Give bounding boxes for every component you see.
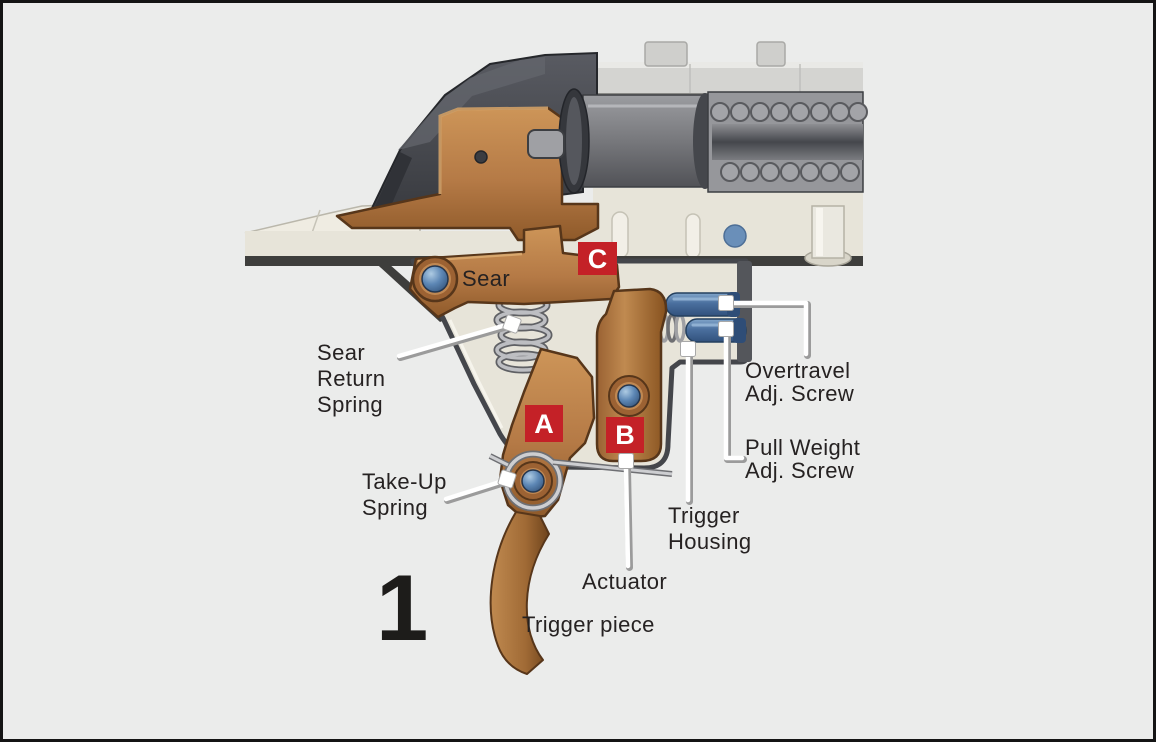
label-sear-return-spring-1: Sear: [317, 340, 365, 365]
rail-highlight: [593, 62, 863, 68]
badge-a-letter: A: [534, 409, 554, 439]
badge-b-letter: B: [615, 420, 635, 450]
firing-pin-cylinder: [582, 94, 714, 188]
leader-markers: [497, 295, 734, 489]
marker-overtravel: [718, 295, 734, 311]
label-pull-weight-2: Adj. Screw: [745, 458, 854, 483]
receiver-slot: [685, 213, 701, 259]
label-trigger-piece: Trigger piece: [522, 612, 655, 637]
rail-lug: [756, 41, 786, 67]
label-actuator: Actuator: [582, 569, 667, 594]
sear-pivot-pin: [421, 265, 449, 293]
label-sear: Sear: [462, 266, 510, 291]
label-take-up-spring-1: Take-Up: [362, 469, 447, 494]
marker-sear-return-spring: [502, 314, 522, 334]
marker-take-up-spring: [497, 469, 517, 489]
badge-b: B: [606, 417, 644, 453]
badge-c: C: [578, 242, 617, 275]
marker-pull-weight: [718, 321, 734, 337]
collar-inner: [566, 97, 582, 185]
figure-number: 1: [376, 555, 428, 660]
marker-trigger-housing: [680, 341, 696, 357]
actuator-part: [595, 287, 668, 463]
label-pull-weight-1: Pull Weight: [745, 435, 860, 460]
leader-lines: [396, 300, 811, 571]
marker-actuator: [618, 453, 634, 469]
pull-weight-screw: [685, 318, 747, 343]
label-trigger-housing-1: Trigger: [668, 503, 740, 528]
label-overtravel-1: Overtravel: [745, 358, 850, 383]
trigger-blade: [489, 511, 550, 675]
bolt-shroud-facet: [398, 57, 545, 150]
bolt-shroud-edge: [375, 152, 412, 208]
cocking-piece-screw: [474, 150, 488, 164]
sear-part: [408, 224, 621, 319]
rail-lug: [644, 41, 688, 67]
badge-c-letter: C: [588, 244, 608, 274]
label-trigger-housing-2: Housing: [668, 529, 752, 554]
label-sear-return-spring-3: Spring: [317, 392, 383, 417]
trigger-pivot-pin: [521, 469, 545, 493]
actuator-pin: [617, 384, 641, 408]
label-overtravel-2: Adj. Screw: [745, 381, 854, 406]
mount-post-highlight: [816, 208, 823, 256]
receiver-pin: [723, 224, 747, 248]
firing-pin-assembly: [527, 88, 868, 194]
receiver-seam: [311, 209, 321, 234]
label-take-up-spring-2: Spring: [362, 495, 428, 520]
firing-pin-spring: [710, 102, 868, 182]
badge-a: A: [525, 405, 563, 442]
cocking-piece-highlight: [438, 106, 549, 194]
firing-pin-shaft: [712, 124, 863, 160]
label-sear-return-spring-2: Return: [317, 366, 385, 391]
firing-pin-front: [527, 129, 565, 159]
